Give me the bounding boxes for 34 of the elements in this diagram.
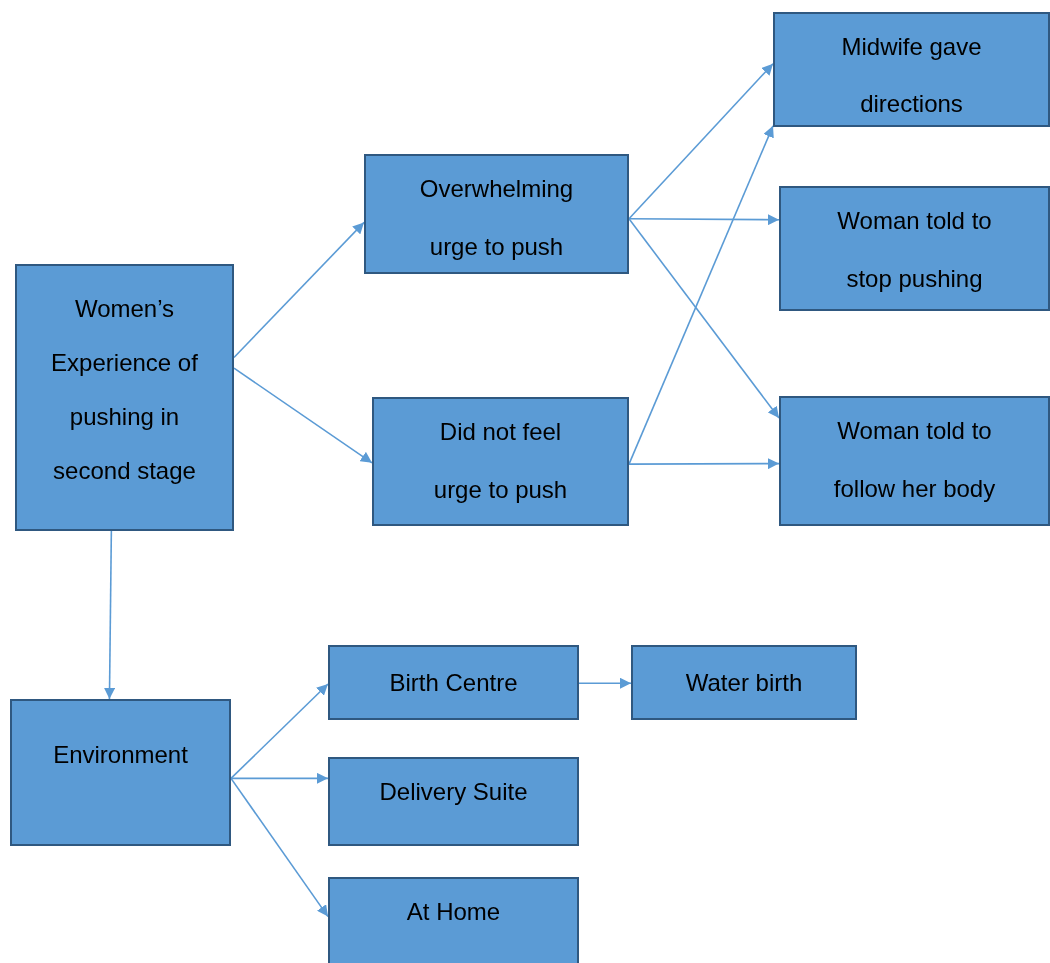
node-label: Did not feel urge to push (432, 417, 569, 505)
process-box (364, 154, 629, 274)
arrow (578, 677, 632, 689)
node-label: Overwhelming urge to push (418, 174, 575, 262)
node-label: Birth Centre (388, 668, 519, 698)
node-label: Woman told to stop pushing (836, 206, 993, 294)
arrow (628, 125, 774, 465)
process-box (773, 12, 1050, 127)
arrow (233, 221, 365, 359)
arrow (230, 683, 329, 780)
process-box (779, 186, 1050, 311)
arrow (628, 214, 780, 226)
process-box (15, 264, 234, 531)
arrow (628, 458, 780, 470)
node-label: Midwife gave directions (840, 32, 983, 119)
arrow (628, 218, 780, 419)
process-box (328, 877, 579, 963)
process-box (372, 397, 629, 526)
arrow (230, 777, 329, 918)
arrow (233, 367, 373, 464)
process-box (10, 699, 231, 846)
arrow (230, 772, 329, 784)
node-label: Woman told to follow her body (832, 416, 997, 504)
arrow (628, 62, 774, 220)
process-box (328, 757, 579, 846)
process-box (328, 645, 579, 720)
node-label: Environment (52, 740, 189, 770)
node-label: Delivery Suite (378, 777, 529, 807)
arrow (104, 530, 116, 700)
process-box (779, 396, 1050, 526)
node-label: Water birth (684, 668, 804, 698)
node-label: At Home (405, 897, 502, 927)
node-label: Women’s Experience of pushing in second stage (50, 294, 199, 486)
process-box (631, 645, 857, 720)
